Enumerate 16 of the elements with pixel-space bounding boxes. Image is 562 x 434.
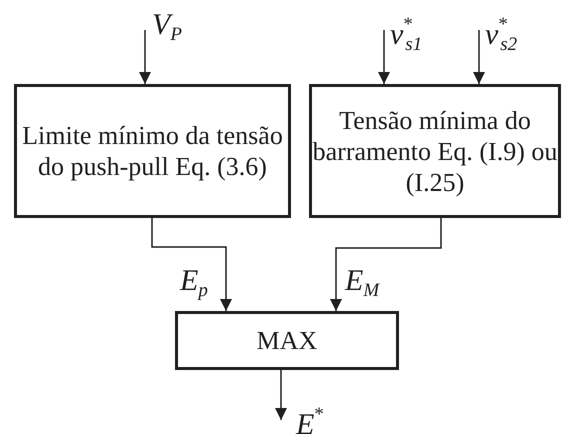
box-label: MAX (256, 325, 318, 356)
box-label: Limite mínimo da tensão do push-pull Eq. (3.6) (21, 120, 284, 182)
process-box (309, 84, 561, 218)
box-label: Tensão mínima do barramento Eq. (I.9) ou (I.25) (312, 104, 558, 198)
arrow (330, 218, 442, 311)
signal-label: E$^{*}$ (296, 403, 324, 434)
arrow (275, 370, 287, 420)
signal-label: E$_{p}$ (180, 264, 208, 303)
signal-label: E$_{M}$ (345, 264, 380, 303)
arrow (378, 30, 390, 84)
process-box (14, 84, 291, 218)
signal-label: V$_{P}$ (152, 8, 182, 47)
arrow (473, 30, 485, 84)
process-box (175, 311, 399, 370)
arrow (139, 30, 151, 84)
arrow (151, 218, 232, 311)
